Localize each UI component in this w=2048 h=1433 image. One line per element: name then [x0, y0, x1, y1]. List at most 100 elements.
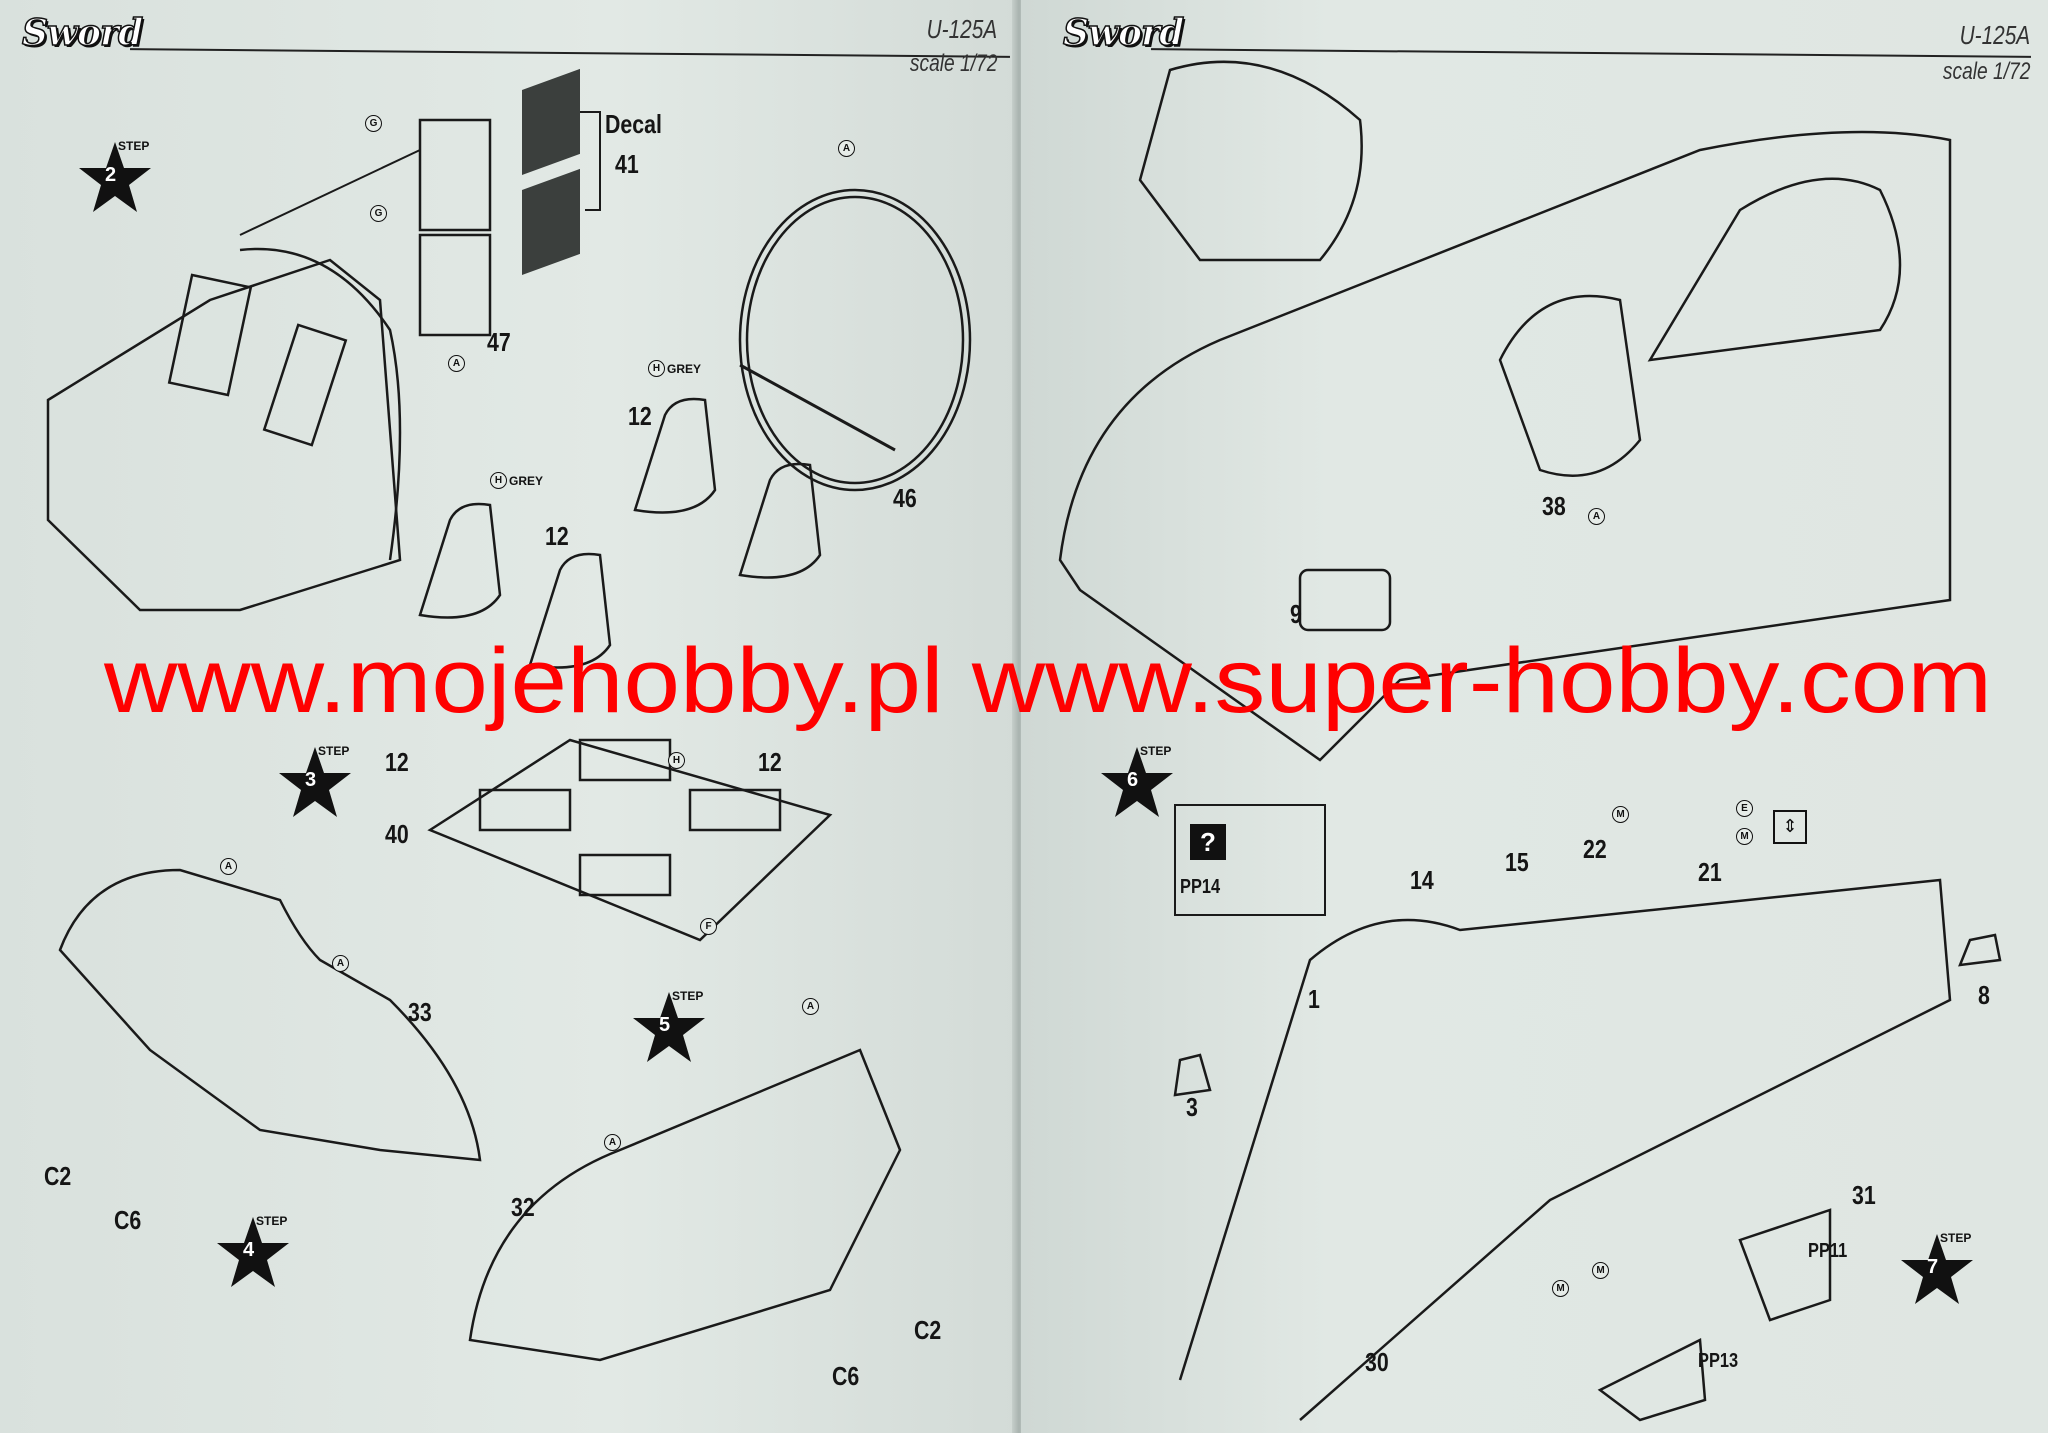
paint-code: A: [448, 355, 467, 372]
paint-code-letter: M: [1612, 806, 1629, 823]
paint-code-letter: A: [802, 998, 819, 1015]
watermark-text: www.mojehobby.pl www.super-hobby.com: [103, 630, 1992, 732]
paint-code: M: [1736, 828, 1755, 845]
paint-code-letter: A: [604, 1134, 621, 1151]
part-number: 40: [385, 819, 409, 849]
decal-41-upper: [522, 68, 580, 176]
paint-code-letter: A: [448, 355, 465, 372]
right-instruction-page: Sword U-125A scale 1/72: [1021, 0, 2048, 1433]
cabin-seats-inset: [1647, 177, 1902, 362]
part-number: C6: [114, 1205, 142, 1235]
pp14-inset-box: [1174, 804, 1326, 916]
paint-code-letter: H: [668, 752, 685, 769]
part-number: C2: [44, 1161, 72, 1191]
part-number: PP11: [1808, 1240, 1848, 1262]
paint-code-letter: H: [648, 360, 665, 377]
part-pp11: [1738, 1208, 1832, 1322]
paint-code: A: [220, 858, 239, 875]
step-number: 3: [305, 769, 317, 791]
step-label: STEP: [1940, 1231, 1972, 1245]
part-number: C2: [914, 1315, 942, 1345]
paint-code: F: [700, 918, 719, 935]
part-number: 12: [628, 401, 652, 431]
step-number: 7: [1927, 1256, 1939, 1278]
model-name: U-125A: [926, 14, 997, 44]
paint-code: M: [1612, 806, 1631, 823]
part-number: 32: [511, 1192, 535, 1222]
step-number: 2: [105, 164, 117, 186]
seat-floor-40: [427, 738, 833, 942]
paint-code-letter: A: [1588, 508, 1605, 525]
paint-code: M: [1592, 1262, 1611, 1279]
step-label: STEP: [318, 744, 350, 758]
step-label: STEP: [672, 989, 704, 1003]
part-8: [1958, 933, 2002, 967]
part-number: 1: [1308, 984, 1320, 1014]
part-pp13: [1597, 1338, 1707, 1422]
part-number: 12: [758, 747, 782, 777]
paint-code-letter: H: [490, 472, 507, 489]
part-number: PP13: [1698, 1350, 1739, 1372]
part-number: 21: [1698, 857, 1722, 887]
part-number: 30: [1365, 1347, 1389, 1377]
part-number: 47: [487, 327, 511, 357]
sword-logo: Sword: [21, 11, 144, 55]
flip-arrows-icon: ⇕: [1773, 810, 1807, 844]
cockpit-bulkhead-drawing: [46, 118, 492, 612]
paint-code: G: [365, 115, 384, 132]
paint-code: A: [604, 1134, 623, 1151]
part-number: 41: [615, 149, 639, 179]
rear-bulkhead-46: [738, 188, 972, 492]
part-9: [1298, 568, 1392, 632]
part-number: 14: [1410, 865, 1434, 895]
step-number: 4: [243, 1239, 255, 1261]
fuselage-half-33: [58, 868, 482, 1162]
decal-label: Decal: [605, 109, 662, 139]
step-label: STEP: [118, 139, 150, 153]
paint-code-letter: G: [370, 205, 387, 222]
step-number: 5: [659, 1014, 671, 1036]
paint-code: A: [332, 955, 351, 972]
part-3: [1173, 1053, 1212, 1097]
part-number: 3: [1186, 1092, 1198, 1122]
paint-code-letter: A: [332, 955, 349, 972]
part-number: 12: [385, 747, 409, 777]
sword-logo: Sword: [1062, 11, 1185, 55]
paint-code: G: [370, 205, 389, 222]
part-number: 46: [893, 483, 917, 513]
step-label: STEP: [256, 1214, 288, 1228]
paint-code-letter: F: [700, 918, 717, 935]
part-number: 8: [1978, 980, 1990, 1010]
part-number: 31: [1852, 1180, 1876, 1210]
scale-label: scale 1/72: [909, 50, 997, 77]
cockpit-assembly-inset: [1138, 60, 1363, 262]
fuselage-step6: [1058, 130, 1952, 762]
part-number: 33: [408, 997, 432, 1027]
model-name: U-125A: [1959, 20, 2030, 50]
paint-code-letter: G: [365, 115, 382, 132]
paint-code: M: [1552, 1280, 1571, 1297]
paint-code: H: [668, 752, 687, 769]
paint-code-letter: M: [1552, 1280, 1569, 1297]
decal-41-lower: [522, 168, 580, 276]
part-number: 12: [545, 521, 569, 551]
fuselage-step7: [1178, 878, 1952, 1421]
paint-note: GREY: [509, 473, 544, 488]
optional-part-icon: ?: [1190, 824, 1226, 860]
fuselage-half-32: [468, 1048, 902, 1362]
paint-code-letter: M: [1592, 1262, 1609, 1279]
part-number: 22: [1583, 834, 1607, 864]
part-number: 9: [1290, 599, 1302, 629]
step-label: STEP: [1140, 744, 1172, 758]
decal-bracket: [580, 111, 601, 211]
paint-code: A: [838, 140, 857, 157]
paint-code-letter: E: [1736, 800, 1753, 817]
paint-code-letter: A: [220, 858, 237, 875]
